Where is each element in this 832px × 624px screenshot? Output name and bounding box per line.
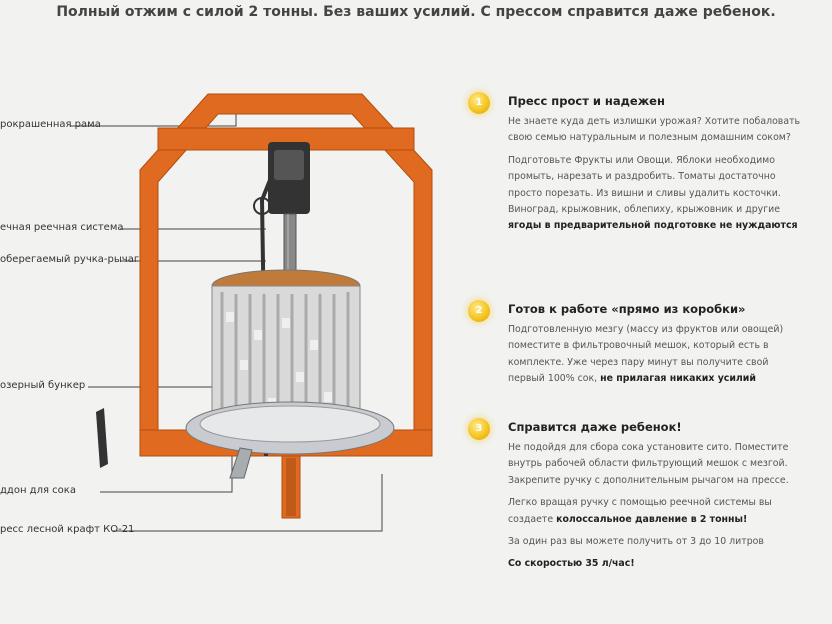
number-badge: 3: [468, 418, 490, 440]
side-lever: [96, 408, 108, 468]
rack-gear: [268, 142, 310, 275]
basket: [211, 269, 361, 439]
callout-model: ресс лесной крафт КО-21: [0, 524, 135, 535]
section-title: Готов к работе «прямо из коробки»: [508, 302, 746, 316]
section-simple: 1 Пресс прост и надежен Не знаете куда д…: [468, 92, 808, 282]
section-child: 3 Справится даже ребенок! Не подойдя для…: [468, 418, 808, 618]
paragraph: Подготовленную мезгу (массу из фруктов и…: [508, 324, 784, 385]
paragraph: Со скоростью 35 л/час!: [508, 558, 635, 570]
section-body: Не знаете куда деть излишки урожая? Хоти…: [508, 114, 808, 241]
paragraph: Не знаете куда деть излишки урожая? Хоти…: [508, 116, 801, 144]
section-body: Не подойдя для сбора сока установите сит…: [508, 440, 808, 579]
callout-frame: рокрашенная рама: [0, 119, 101, 130]
juice-tray: [185, 401, 395, 479]
number-badge: 1: [468, 92, 490, 114]
section-ready: 2 Готов к работе «прямо из коробки» Подг…: [468, 300, 808, 400]
paragraph: Легко вращая ручку с помощью реечной сис…: [508, 497, 772, 525]
callout-gear: ечная реечная система: [0, 222, 124, 233]
headline: Полный отжим с силой 2 тонны. Без ваших …: [56, 4, 776, 20]
section-body: Подготовленную мезгу (массу из фруктов и…: [508, 322, 808, 394]
callout-handle: оберегаемый ручка-рычаг: [0, 254, 140, 265]
section-title: Справится даже ребенок!: [508, 420, 682, 434]
paragraph: За один раз вы можете получить от 3 до 1…: [508, 536, 764, 548]
paragraph: Не подойдя для сбора сока установите сит…: [508, 442, 789, 486]
number-badge: 2: [468, 300, 490, 322]
callout-basket: озерный бункер: [0, 380, 86, 391]
section-title: Пресс прост и надежен: [508, 94, 665, 108]
paragraph: Подготовьте Фрукты или Овощи. Яблоки нео…: [508, 154, 798, 232]
callout-tray: ддон для сока: [0, 485, 76, 496]
